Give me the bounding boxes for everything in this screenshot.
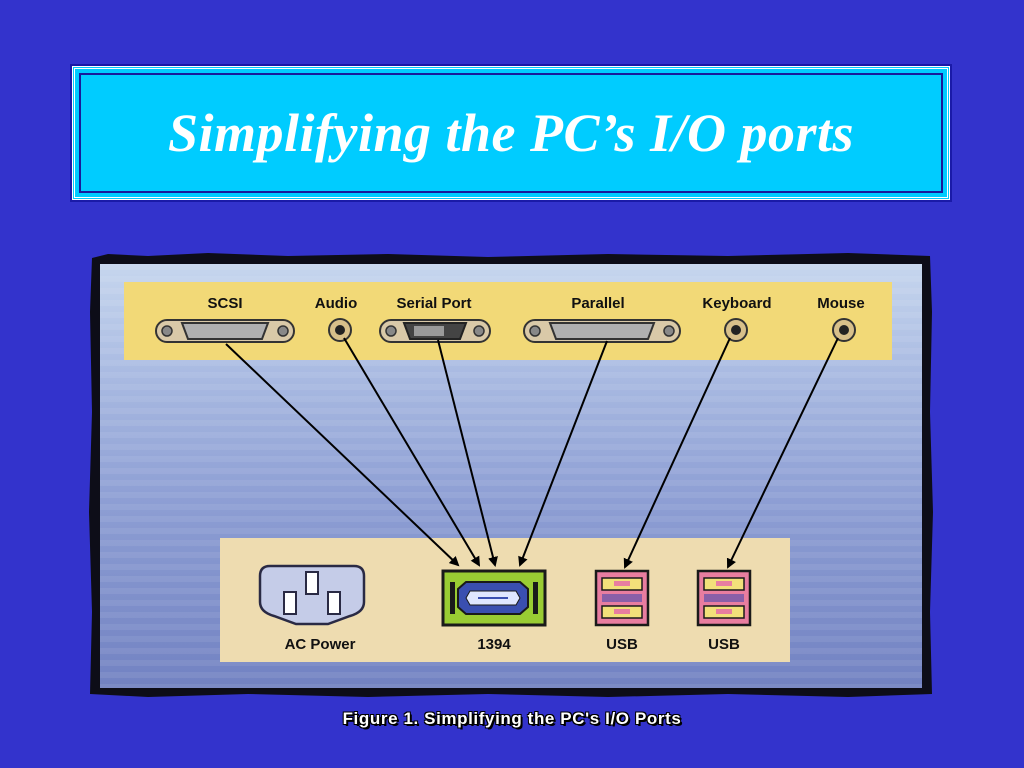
slide-title: Simplifying the PC’s I/O ports (167, 103, 855, 163)
label-scsi: SCSI (207, 295, 242, 312)
label-keyboard: Keyboard (702, 295, 771, 312)
label-1394: 1394 (477, 636, 511, 653)
label-serial-port: Serial Port (396, 295, 471, 312)
arrow-serial-to-1394 (437, 339, 498, 567)
keyboard-jack-icon (724, 318, 748, 342)
io-ports-figure: SCSI Audio Serial Port Parallel Keyboard… (88, 252, 934, 698)
arrow-keyboard-to-usb (623, 337, 731, 569)
label-parallel: Parallel (571, 295, 624, 312)
io-ports-diagram: SCSI Audio Serial Port Parallel Keyboard… (89, 253, 933, 697)
audio-jack-icon (328, 318, 352, 342)
usb-port-icon (696, 569, 752, 627)
usb-port-icon (594, 569, 650, 627)
scsi-connector-icon (155, 319, 295, 343)
serial-port-connector-icon (379, 319, 491, 343)
power-socket-icon (258, 564, 366, 626)
arrow-scsi-to-1394 (225, 343, 460, 567)
label-mouse: Mouse (817, 295, 865, 312)
firewire-port-icon (441, 569, 547, 627)
parallel-connector-icon (523, 319, 681, 343)
mouse-jack-icon (832, 318, 856, 342)
arrow-audio-to-1394 (343, 337, 481, 567)
label-usb-2: USB (708, 636, 740, 653)
label-audio: Audio (315, 295, 358, 312)
figure-caption: Figure 1. Simplifying the PC's I/O Ports (342, 709, 682, 728)
label-ac-power: AC Power (285, 636, 356, 653)
arrow-parallel-to-1394 (518, 340, 608, 567)
title-box: Simplifying the PC’s I/O ports (70, 64, 952, 202)
label-usb-1: USB (606, 636, 638, 653)
arrow-mouse-to-usb (726, 337, 839, 569)
